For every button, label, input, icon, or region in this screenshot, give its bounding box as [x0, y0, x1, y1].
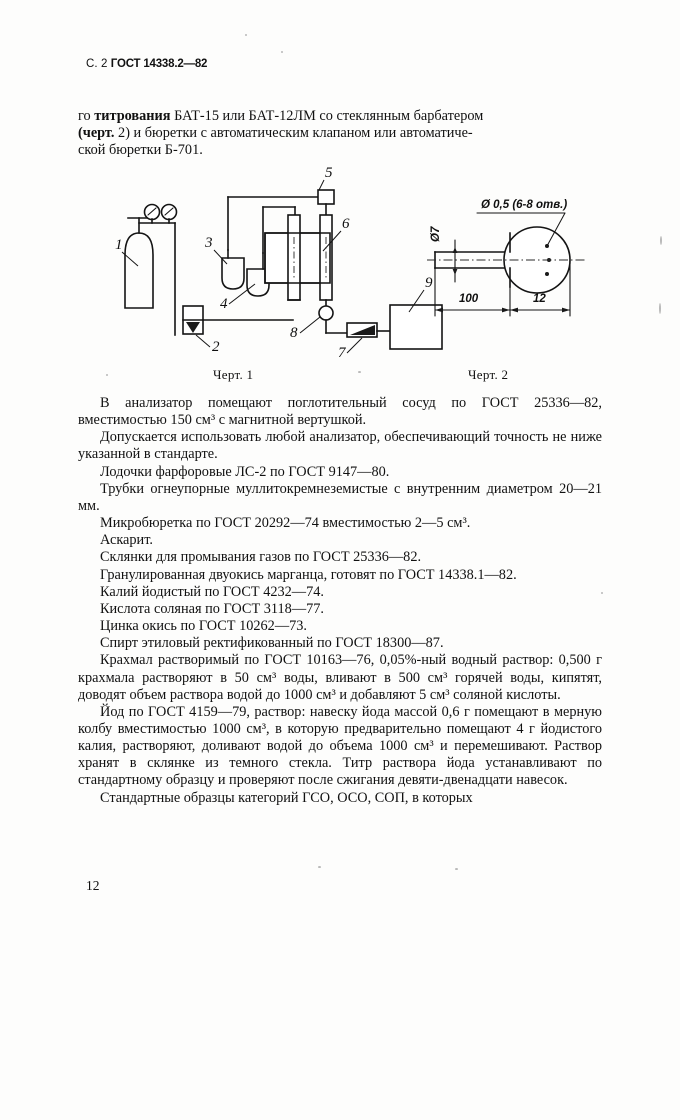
scan-speckle [455, 868, 458, 870]
callout-3: 3 [204, 235, 213, 251]
callout-5-leader [318, 179, 325, 191]
callout-6-leader [322, 230, 342, 252]
callout-6: 6 [342, 216, 350, 232]
tube-furnace-outline [264, 232, 331, 284]
ball-valve [318, 305, 334, 321]
body-paragraph: Крахмал растворимый по ГОСТ 10163—76, 0,… [78, 652, 602, 703]
body-paragraph: Калий йодистый по ГОСТ 4232—74. [100, 583, 324, 600]
body-paragraph: Склянки для промывания газов по ГОСТ 253… [100, 549, 422, 566]
analyzer-vessel [389, 304, 443, 350]
figure-2-caption: Черт. 2 [468, 367, 509, 382]
body-paragraph: Гранулированная двуокись марганца, готов… [100, 566, 517, 583]
callout-1: 1 [115, 237, 123, 253]
page-marker: С. 2 [86, 58, 108, 70]
scan-speckle [601, 592, 603, 594]
bore-dimension-label: Ø7 [430, 226, 442, 242]
scan-speckle [245, 34, 247, 36]
folio-page-number: 12 [86, 878, 100, 893]
scan-speckle [358, 371, 361, 373]
intro-line-3: ской бюретки Б-701. [78, 142, 203, 159]
body-paragraph: Микробюретка по ГОСТ 20292—74 вместимост… [100, 515, 471, 532]
body-text: В анализатор помещают поглотительный сос… [78, 395, 602, 807]
perforation-hole [545, 272, 549, 276]
callout-4: 4 [220, 296, 228, 312]
body-paragraph: Допускается использовать любой анализато… [78, 429, 602, 463]
body-paragraph: Лодочки фарфоровые ЛС-2 по ГОСТ 9147—80. [100, 463, 390, 480]
scan-speckle [106, 374, 108, 376]
length-arrow-right [502, 307, 510, 313]
callout-7: 7 [338, 345, 347, 361]
gauge-1-needle [147, 207, 157, 216]
bore-arrow-down [452, 269, 458, 275]
figure-1-apparatus-schematic: 1 2 3 4 [115, 165, 443, 361]
body-paragraph: Трубки огнеупорные муллитокремнеземистые… [78, 480, 602, 514]
holes-dimension-label: Ø 0,5 (6-8 отв.) [481, 199, 567, 211]
figure-2-bubbler-detail: Ø 0,5 (6-8 отв.) Ø7 100 12 [427, 199, 585, 317]
callout-2: 2 [212, 339, 220, 355]
length-arrow-left [435, 307, 443, 313]
body-paragraph: Цинка окись по ГОСТ 10262—73. [100, 618, 307, 635]
figure-1-caption: Черт. 1 [213, 367, 254, 382]
gauge-2-needle [164, 207, 174, 216]
absorber-fill [350, 325, 375, 335]
figures-area: 1 2 3 4 [0, 165, 680, 390]
washing-bottle-3 [221, 257, 245, 290]
callout-7-leader [346, 337, 363, 354]
length-dimension-label: 100 [459, 293, 479, 305]
running-head: С. 2 ГОСТ 14338.2—82 [86, 58, 207, 70]
callout-9: 9 [425, 275, 433, 291]
callout-8: 8 [290, 325, 298, 341]
intro-paragraph: го титрования БАТ-15 или БАТ-12ЛМ со сте… [78, 108, 602, 159]
head-arrow-right [562, 307, 570, 313]
callout-5: 5 [325, 165, 333, 181]
bore-arrow-up [452, 247, 458, 253]
scan-speckle [318, 866, 321, 868]
head-dimension-label: 12 [533, 293, 546, 305]
body-paragraph: Йод по ГОСТ 4159—79, раствор: навеску йо… [78, 703, 602, 789]
scan-speckle [659, 303, 661, 314]
intro-line-1: го титрования БАТ-15 или БАТ-12ЛМ со сте… [78, 108, 484, 124]
flow-regulator-float [186, 322, 200, 333]
head-arrow-left [510, 307, 518, 313]
gas-cylinder [124, 232, 154, 309]
scan-speckle [281, 51, 283, 53]
intro-line-2: (черт. 2) и бюретки с автоматическим кла… [78, 125, 473, 142]
callout-8-leader [299, 316, 321, 334]
callout-9-leader [408, 289, 425, 313]
body-paragraph: Стандартные образцы категорий ГСО, ОСО, … [100, 789, 473, 806]
standard-number: ГОСТ 14338.2—82 [110, 58, 208, 70]
scan-speckle [660, 236, 662, 245]
holes-dimension-leader [546, 212, 566, 247]
callout-2-leader [195, 334, 211, 348]
body-paragraph: Аскарит. [100, 532, 153, 549]
callout-1-leader [121, 251, 139, 267]
control-valve-box [317, 189, 335, 205]
body-paragraph: В анализатор помещают поглотительный сос… [78, 395, 602, 429]
callout-3-leader [213, 249, 228, 265]
callout-4-leader [228, 283, 256, 305]
body-paragraph: Кислота соляная по ГОСТ 3118—77. [100, 600, 324, 617]
body-paragraph: Спирт этиловый ректификованный по ГОСТ 1… [100, 635, 444, 652]
